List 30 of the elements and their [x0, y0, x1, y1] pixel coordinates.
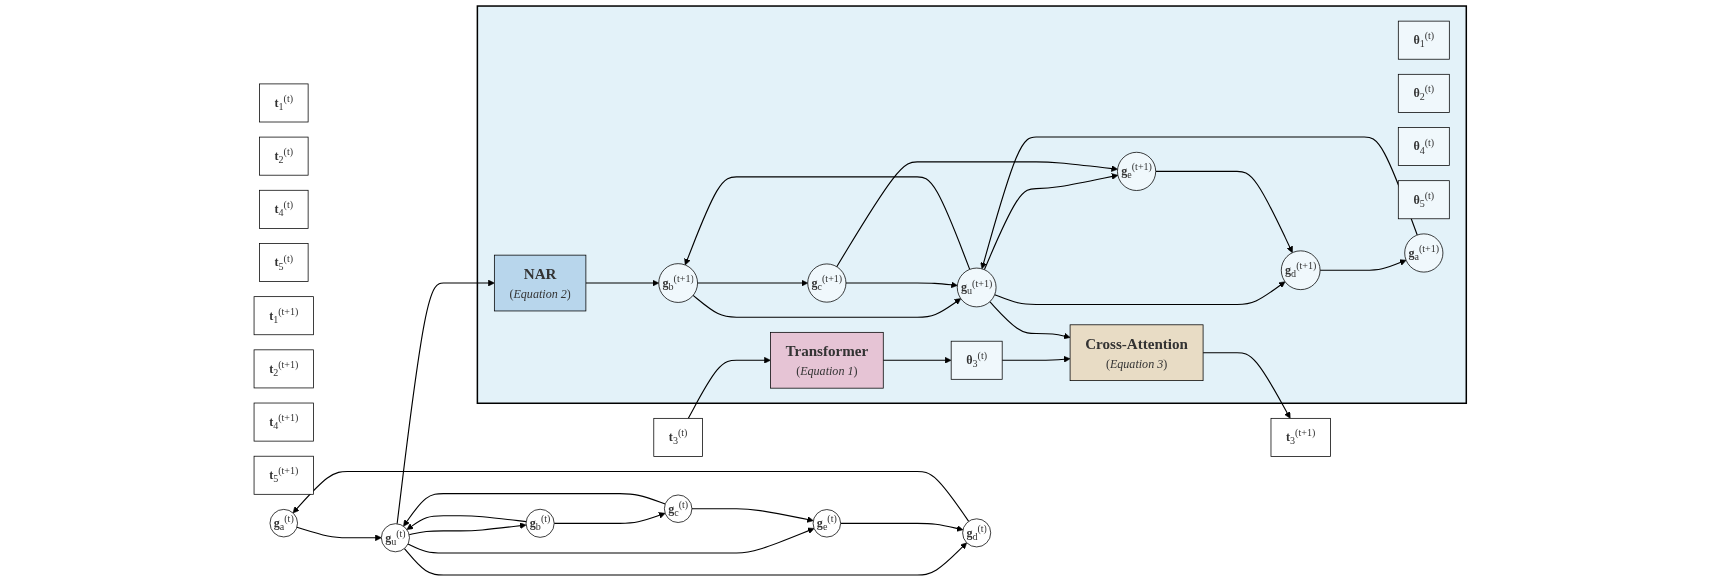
arrow: [989, 301, 1071, 340]
node-box: Transformer (Equation 1): [770, 331, 884, 389]
arrow: [994, 281, 1286, 305]
arrow: [404, 542, 968, 576]
arrow: [980, 136, 1419, 270]
arrow: [845, 281, 958, 289]
arrow: [408, 522, 527, 536]
node-box: Cross-Attention (Equation 3): [1070, 324, 1204, 381]
arrow: [840, 522, 964, 532]
arrow: [1319, 259, 1407, 271]
arrow: [407, 527, 815, 554]
arrow: [553, 512, 666, 524]
arrow: [684, 176, 971, 270]
arrow: [296, 526, 382, 542]
arrow: [688, 356, 772, 419]
arrow: [883, 356, 952, 364]
cluster: [476, 5, 1468, 404]
arrow: [984, 173, 1119, 271]
arrow: [406, 515, 528, 530]
arrow: [836, 161, 1119, 268]
arrow: [1155, 170, 1294, 253]
node-box: NAR (Equation 2): [494, 254, 587, 312]
arrow: [692, 294, 962, 318]
arrow: [585, 279, 660, 287]
arrow: [1001, 355, 1071, 363]
arrow: [1202, 352, 1291, 419]
arrow: [697, 279, 809, 287]
arrow: [396, 279, 495, 525]
arrow: [691, 508, 814, 523]
arrow: [403, 493, 667, 527]
